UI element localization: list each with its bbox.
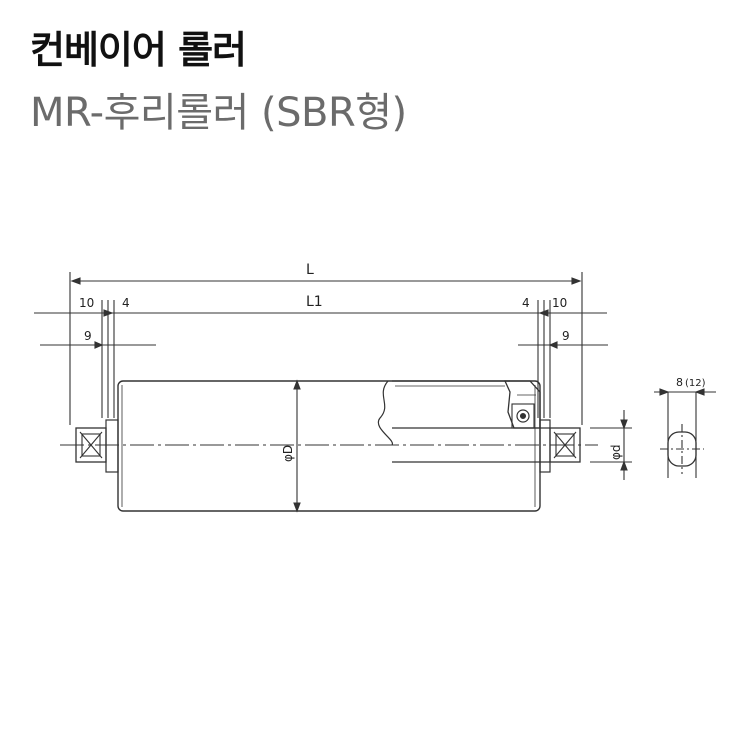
- label-diameter: φD: [281, 445, 295, 462]
- label-right-10: 10: [552, 296, 567, 310]
- shaft-right: [549, 427, 581, 463]
- shaft-left: [75, 427, 107, 463]
- label-left-9: 9: [84, 329, 92, 343]
- label-right-9: 9: [562, 329, 570, 343]
- label-right-4: 4: [522, 296, 530, 310]
- cutaway-break: [377, 380, 393, 446]
- label-side-12: (12): [685, 378, 706, 389]
- label-left-10: 10: [79, 296, 94, 310]
- roller-body: [117, 380, 541, 512]
- page-subtitle: MR-후리롤러 (SBR형): [30, 90, 407, 136]
- label-side-8: 8: [676, 376, 683, 389]
- label-L: L: [306, 262, 314, 278]
- label-L1: L1: [306, 294, 323, 310]
- label-shaft: φd: [609, 444, 623, 460]
- label-left-4: 4: [122, 296, 130, 310]
- page-title: 컨베이어 롤러: [30, 28, 247, 72]
